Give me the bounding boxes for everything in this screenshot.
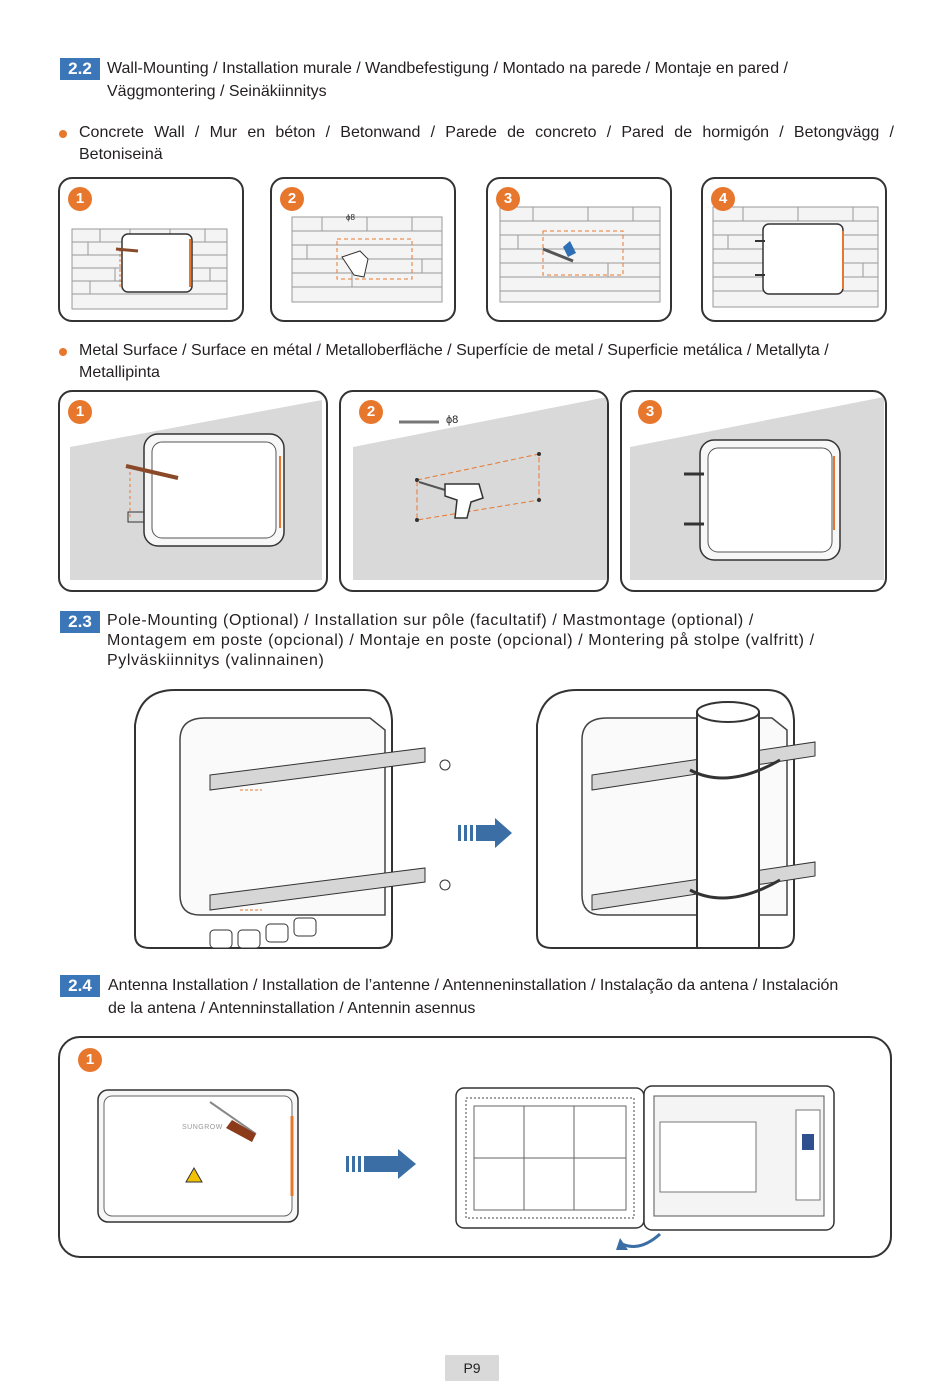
- bullet-icon: [59, 130, 67, 138]
- concrete-step-2-panel: 2 ϕ8: [270, 177, 456, 322]
- brick-wall-with-inverter-illustration: [71, 228, 228, 310]
- concrete-step-3-panel: 3: [486, 177, 672, 322]
- metal-surface-mounted-inverter-illustration: [630, 397, 884, 580]
- concrete-step-1-panel: 1: [58, 177, 244, 322]
- concrete-step-4-panel: 4: [701, 177, 887, 322]
- drill-bit-size-label: ϕ8: [446, 414, 459, 426]
- brick-wall-drilling-illustration: [291, 216, 443, 303]
- section-title-2-3: Pole-Mounting (Optional) / Installation …: [107, 611, 815, 671]
- concrete-wall-heading: Concrete Wall / Mur en béton / Betonwand…: [79, 122, 894, 166]
- metal-surface-heading: Metal Surface / Surface en métal / Metal…: [79, 340, 894, 384]
- section-title-line: Pylväskiinnitys (valinnainen): [107, 652, 325, 669]
- drill-bit-size-label: ϕ8: [346, 213, 355, 222]
- section-title-line: Montagem em poste (opcional) / Montaje e…: [107, 632, 815, 649]
- section-title-line: Pole-Mounting (Optional) / Installation …: [107, 612, 754, 629]
- metal-step-3-panel: 3: [620, 390, 887, 592]
- bullet-icon: [59, 348, 67, 356]
- metal-surface-drilling-illustration: [353, 397, 607, 580]
- section-title-line: Antenna Installation / Installation de l…: [108, 977, 839, 994]
- brand-label: SUNGROW: [182, 1124, 223, 1131]
- step-number-badge: 1: [68, 400, 92, 424]
- section-title-line: de la antena / Antenninstallation / Ante…: [108, 1000, 476, 1017]
- section-title-2-2: Wall-Mounting / Installation murale / Wa…: [107, 57, 788, 103]
- brick-wall-mounted-inverter-illustration: [712, 206, 879, 308]
- section-title-line: Wall-Mounting / Installation murale / Wa…: [107, 60, 788, 77]
- heading-line: Betoniseinä: [79, 146, 163, 163]
- step-number-badge: 3: [496, 187, 520, 211]
- page-number: P9: [445, 1355, 499, 1381]
- brick-wall-anchor-hammering-illustration: [499, 206, 661, 303]
- section-number-2-4: 2.4: [60, 975, 100, 997]
- step-number-badge: 4: [711, 187, 735, 211]
- step-number-badge: 2: [359, 400, 383, 424]
- heading-line: Metal Surface / Surface en métal / Metal…: [79, 342, 829, 359]
- heading-line: Metallipinta: [79, 364, 160, 381]
- step-number-badge: 1: [78, 1048, 102, 1072]
- section-number-2-2: 2.2: [60, 58, 100, 80]
- step-number-badge: 3: [638, 400, 662, 424]
- step-number-badge: 2: [280, 187, 304, 211]
- section-title-line: Väggmontering / Seinäkiinnitys: [107, 83, 327, 100]
- section-title-2-4: Antenna Installation / Installation de l…: [108, 974, 838, 1020]
- metal-surface-with-inverter-illustration: [70, 400, 322, 580]
- heading-line: Concrete Wall / Mur en béton / Betonwand…: [79, 124, 894, 141]
- step-number-badge: 1: [68, 187, 92, 211]
- antenna-installation-illustration: [97, 1085, 835, 1250]
- metal-step-1-panel: 1: [58, 390, 328, 592]
- metal-step-2-panel: 2 ϕ8: [339, 390, 609, 592]
- antenna-step-1-panel: 1 SUNGROW: [58, 1036, 892, 1258]
- section-number-2-3: 2.3: [60, 611, 100, 633]
